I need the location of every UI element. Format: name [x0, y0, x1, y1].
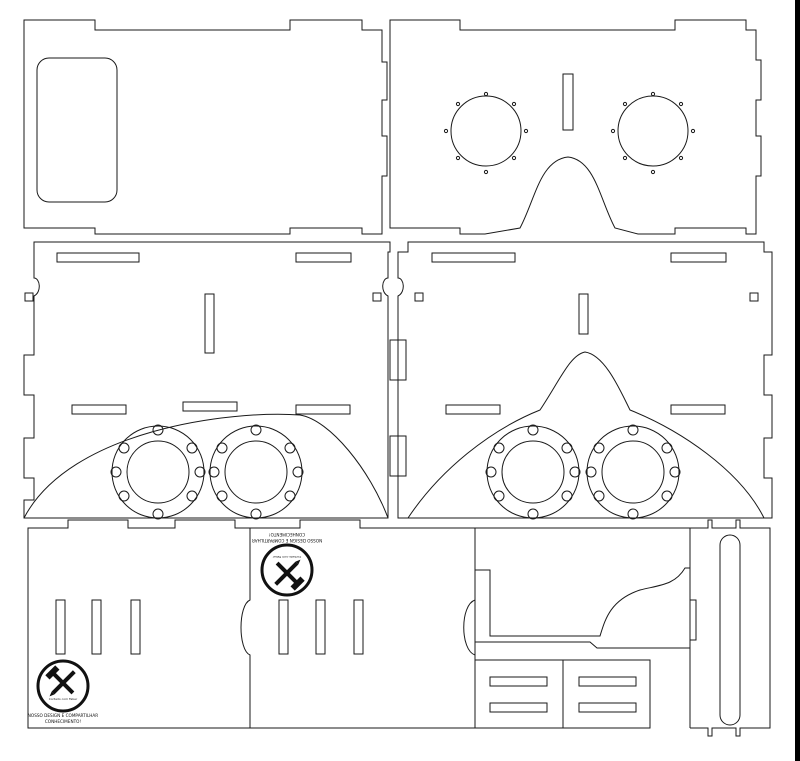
- right-lens-ring: [209, 425, 303, 519]
- panel-bottom-left: [27, 519, 251, 729]
- center-slot-middle-right: [578, 293, 589, 335]
- right-lens-hole: [617, 95, 689, 167]
- left-lens-hole: [450, 95, 522, 167]
- panel-top-right: [389, 19, 762, 235]
- panel-bottom-middle: [250, 519, 476, 729]
- logo-top-middle: Cortado com Faber NOSSO DESIGN E COMPART…: [252, 532, 323, 597]
- logo-caption-line2-2: CONHECIMENTO!: [269, 532, 306, 537]
- right-edge-strip: [795, 0, 800, 761]
- phone-window-cutout: [36, 57, 118, 203]
- hammer-pencil-icon: [45, 665, 76, 697]
- panel-far-right-strip: [690, 519, 771, 737]
- hammer-pencil-icon: [274, 559, 305, 591]
- panel-top-left: [23, 19, 388, 235]
- panel-middle-right: [397, 241, 773, 520]
- panel-middle-left: [23, 241, 407, 520]
- panel-bottom-right: [463, 527, 691, 729]
- logo-caption-line2: CONHECIMENTO!: [45, 719, 82, 724]
- center-slot-middle-left: [204, 293, 215, 354]
- strip-long-slot: [719, 534, 741, 726]
- right-lens-ring-2: [586, 425, 680, 519]
- logo-caption-line1: NOSSO DESIGN E COMPARTILHAR: [28, 713, 99, 718]
- logo-small-text-2: Cortado com Faber: [272, 555, 301, 559]
- logo-small-text: Cortado com Faber: [49, 697, 78, 701]
- center-slot-top-right: [562, 73, 574, 131]
- logo-caption-line1-2: NOSSO DESIGN E COMPARTILHAR: [252, 538, 323, 543]
- left-lens-ring-2: [486, 425, 580, 519]
- left-lens-ring: [111, 425, 205, 519]
- logo-bottom-left: Cortado com Faber NOSSO DESIGN E COMPART…: [28, 659, 99, 724]
